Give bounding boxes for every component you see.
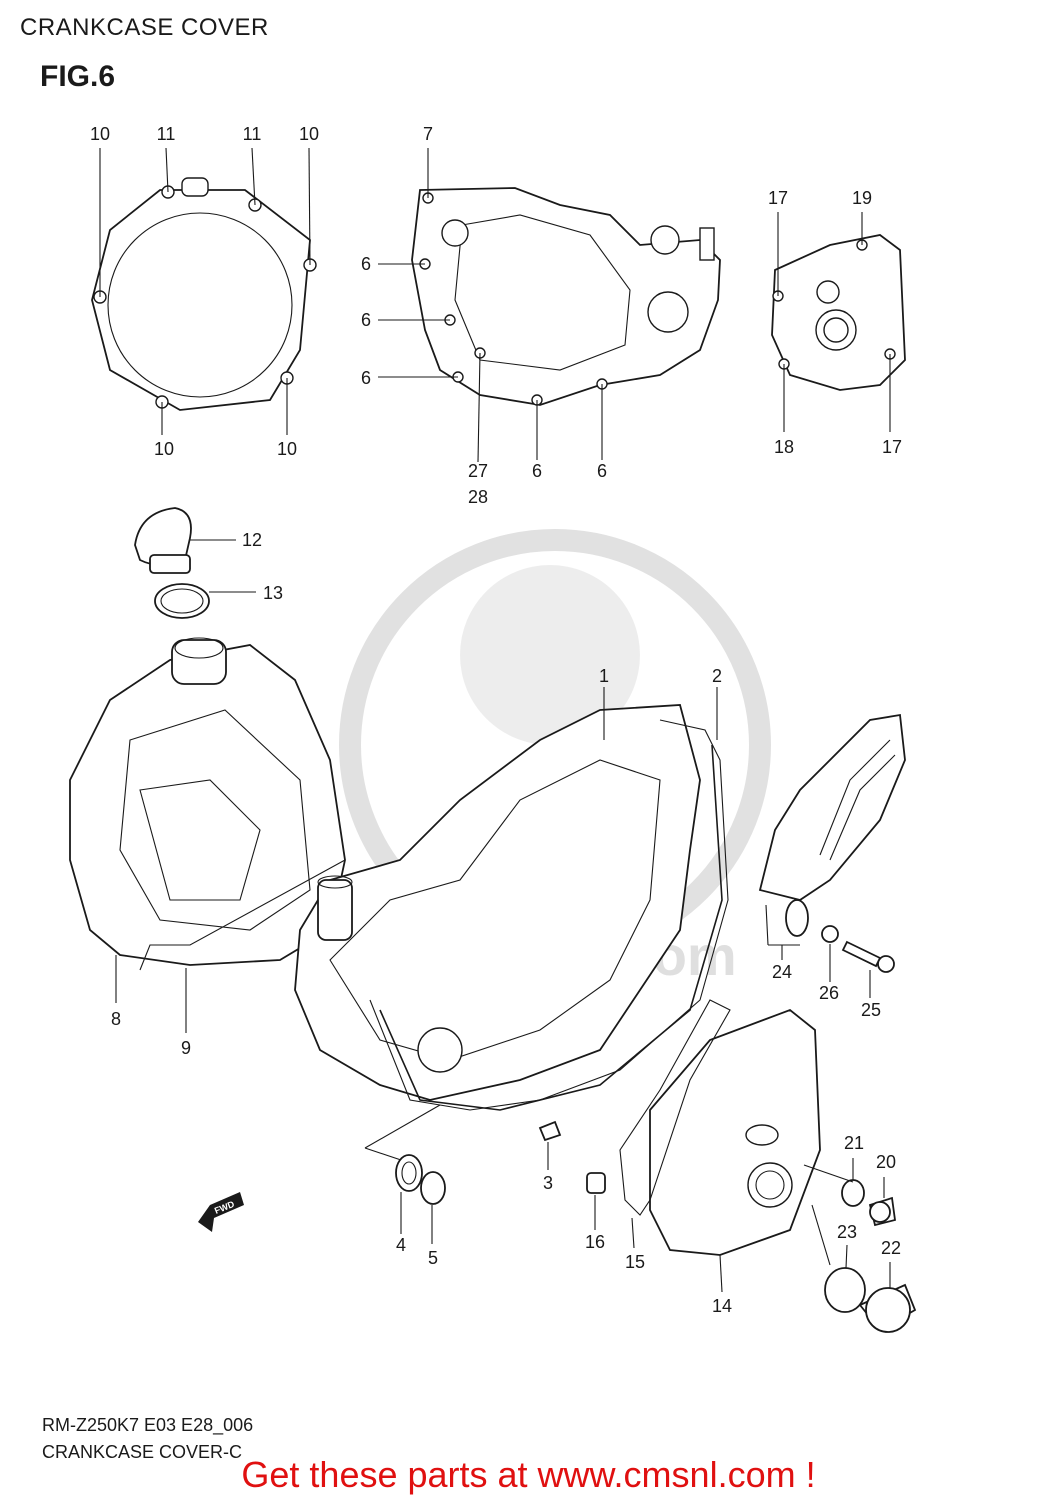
callout-27: 27 — [468, 461, 488, 481]
callout-17: 17 — [768, 188, 788, 208]
callout-10: 10 — [299, 124, 319, 144]
callout-5: 5 — [428, 1248, 438, 1268]
callout-10: 10 — [154, 439, 174, 459]
side-guard-part — [758, 713, 906, 998]
callout-6: 6 — [361, 368, 371, 388]
callout-7: 7 — [423, 124, 433, 144]
callout-13: 13 — [263, 583, 283, 603]
crankcase-gasket-part — [411, 187, 721, 406]
crankcase-cover-part — [294, 704, 729, 1111]
small-parts — [364, 1104, 606, 1244]
callout-9: 9 — [181, 1038, 191, 1058]
figure-title: FIG.6 — [40, 60, 116, 93]
callout-24: 24 — [772, 962, 792, 982]
callout-26: 26 — [819, 983, 839, 1003]
leader-lines-main — [603, 687, 718, 740]
callout-16: 16 — [585, 1232, 605, 1252]
callout-10: 10 — [90, 124, 110, 144]
callout-6: 6 — [361, 310, 371, 330]
callout-15: 15 — [625, 1252, 645, 1272]
callout-28: 28 — [468, 487, 488, 507]
callout-19: 19 — [852, 188, 872, 208]
callout-20: 20 — [876, 1152, 896, 1172]
fwd-arrow: FWD — [198, 1192, 244, 1232]
callout-10: 10 — [277, 439, 297, 459]
callout-18: 18 — [774, 437, 794, 457]
callout-1: 1 — [599, 666, 609, 686]
callout-14: 14 — [712, 1296, 732, 1316]
left-cover-part — [69, 637, 346, 971]
leader-lines-top-center — [378, 148, 603, 463]
diagram-name: CRANKCASE COVER-C — [42, 1442, 243, 1462]
callout-4: 4 — [396, 1235, 406, 1255]
callout-labels: 10 11 11 10 10 10 7 6 6 6 27 28 6 6 17 1… — [90, 124, 902, 1316]
callout-11: 11 — [157, 124, 176, 144]
clutch-cover-part — [91, 177, 317, 411]
callout-6: 6 — [532, 461, 542, 481]
callout-8: 8 — [111, 1009, 121, 1029]
callout-6: 6 — [361, 254, 371, 274]
diagram-code: RM-Z250K7 E03 E28_006 — [42, 1415, 254, 1435]
leader-lines-top-right — [777, 212, 891, 432]
leader-lines-top-left — [99, 147, 311, 435]
oil-filler-cap-part — [134, 507, 256, 619]
callout-6: 6 — [597, 461, 607, 481]
callout-23: 23 — [837, 1222, 857, 1242]
leader-lines-left-cover — [115, 955, 187, 1033]
page-title: CRANKCASE COVER — [20, 14, 269, 41]
callout-21: 21 — [844, 1133, 864, 1153]
callout-25: 25 — [861, 1000, 881, 1020]
callout-12: 12 — [242, 530, 262, 550]
callout-17: 17 — [882, 437, 902, 457]
pump-cover-part — [619, 999, 917, 1333]
small-cover-part — [771, 234, 906, 391]
callout-2: 2 — [712, 666, 722, 686]
callout-22: 22 — [881, 1238, 901, 1258]
cta-link[interactable]: Get these parts at www.cmsnl.com ! — [241, 1454, 816, 1495]
callout-11: 11 — [243, 124, 262, 144]
callout-3: 3 — [543, 1173, 553, 1193]
